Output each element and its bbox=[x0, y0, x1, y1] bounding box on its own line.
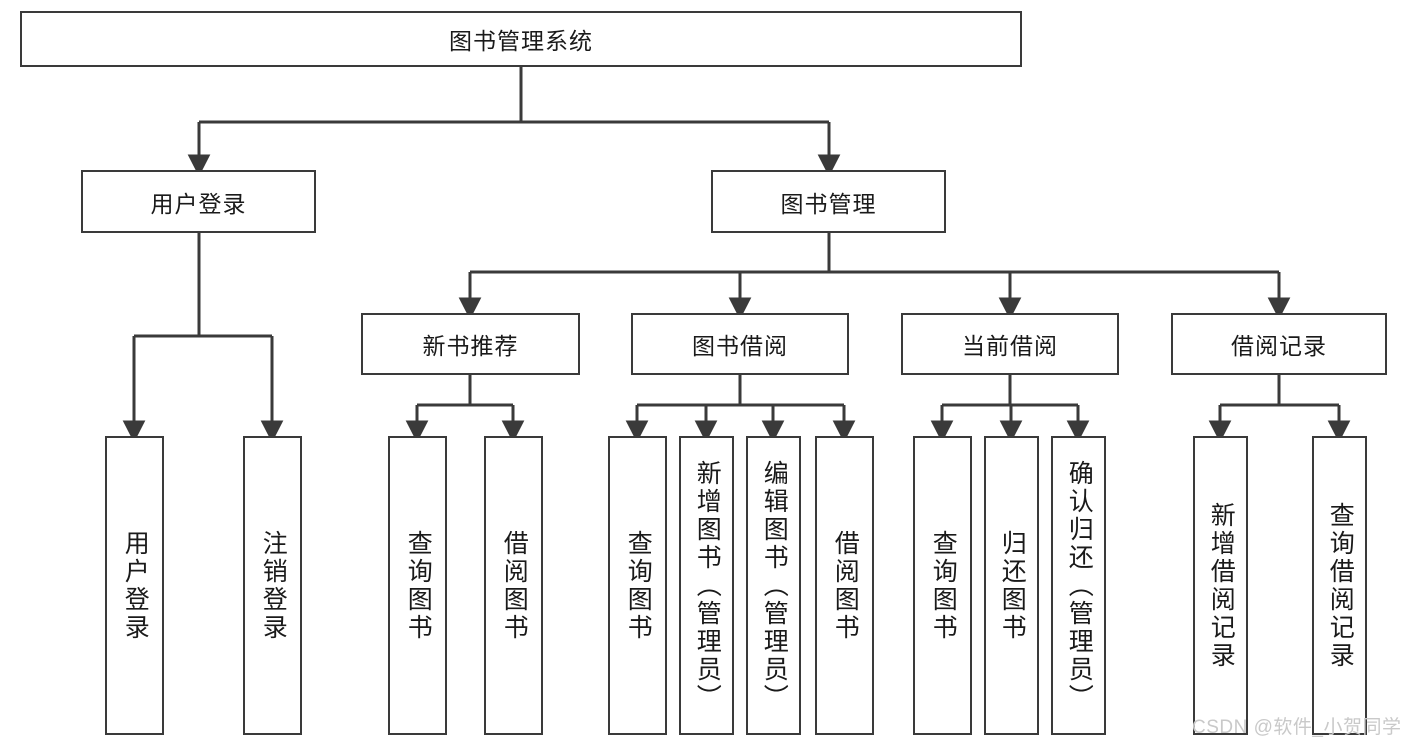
node-root[interactable]: 图书管理系统 bbox=[20, 11, 1022, 67]
node-root-label: 图书管理系统 bbox=[449, 28, 593, 54]
leaf-query-borrow-record[interactable]: 查询借阅记录 bbox=[1312, 436, 1367, 735]
node-book-borrow[interactable]: 图书借阅 bbox=[631, 313, 849, 375]
node-book-management[interactable]: 图书管理 bbox=[711, 170, 946, 233]
leaf-edit-book-admin[interactable]: 编辑图书（管理员） bbox=[746, 436, 801, 735]
node-current-borrow[interactable]: 当前借阅 bbox=[901, 313, 1119, 375]
leaf-user-logout-label: 注销登录 bbox=[259, 529, 288, 642]
node-borrow-record[interactable]: 借阅记录 bbox=[1171, 313, 1387, 375]
leaf-confirm-return-admin-label: 确认归还（管理员） bbox=[1065, 459, 1094, 712]
node-current-borrow-label: 当前借阅 bbox=[962, 333, 1058, 359]
leaf-confirm-return-admin[interactable]: 确认归还（管理员） bbox=[1051, 436, 1106, 735]
node-new-book-recommend-label: 新书推荐 bbox=[422, 333, 519, 359]
leaf-lend-book[interactable]: 借阅图书 bbox=[815, 436, 874, 735]
leaf-query-book-borrow-label: 查询图书 bbox=[624, 529, 653, 642]
leaf-add-borrow-record-label: 新增借阅记录 bbox=[1207, 501, 1236, 670]
leaf-add-book-admin[interactable]: 新增图书（管理员） bbox=[679, 436, 734, 735]
node-user-login-label: 用户登录 bbox=[150, 190, 247, 217]
leaf-query-book-new-label: 查询图书 bbox=[404, 529, 433, 642]
leaf-add-borrow-record[interactable]: 新增借阅记录 bbox=[1193, 436, 1248, 735]
leaf-borrow-book-new[interactable]: 借阅图书 bbox=[484, 436, 543, 735]
leaf-return-book[interactable]: 归还图书 bbox=[984, 436, 1039, 735]
node-borrow-record-label: 借阅记录 bbox=[1231, 333, 1327, 359]
leaf-edit-book-admin-label: 编辑图书（管理员） bbox=[760, 459, 789, 712]
leaf-query-book-new[interactable]: 查询图书 bbox=[388, 436, 447, 735]
leaf-query-book-current[interactable]: 查询图书 bbox=[913, 436, 972, 735]
leaf-query-book-current-label: 查询图书 bbox=[929, 529, 958, 642]
leaf-user-login-label: 用户登录 bbox=[121, 529, 150, 642]
leaf-add-book-admin-label: 新增图书（管理员） bbox=[693, 459, 722, 712]
leaf-borrow-book-new-label: 借阅图书 bbox=[500, 529, 529, 642]
leaf-query-borrow-record-label: 查询借阅记录 bbox=[1326, 501, 1355, 670]
node-new-book-recommend[interactable]: 新书推荐 bbox=[361, 313, 580, 375]
node-book-borrow-label: 图书借阅 bbox=[692, 333, 788, 359]
leaf-return-book-label: 归还图书 bbox=[998, 529, 1027, 642]
leaf-query-book-borrow[interactable]: 查询图书 bbox=[608, 436, 667, 735]
node-user-login[interactable]: 用户登录 bbox=[81, 170, 316, 233]
node-book-management-label: 图书管理 bbox=[780, 190, 877, 217]
leaf-user-logout[interactable]: 注销登录 bbox=[243, 436, 302, 735]
leaf-user-login[interactable]: 用户登录 bbox=[105, 436, 164, 735]
leaf-lend-book-label: 借阅图书 bbox=[831, 529, 860, 642]
